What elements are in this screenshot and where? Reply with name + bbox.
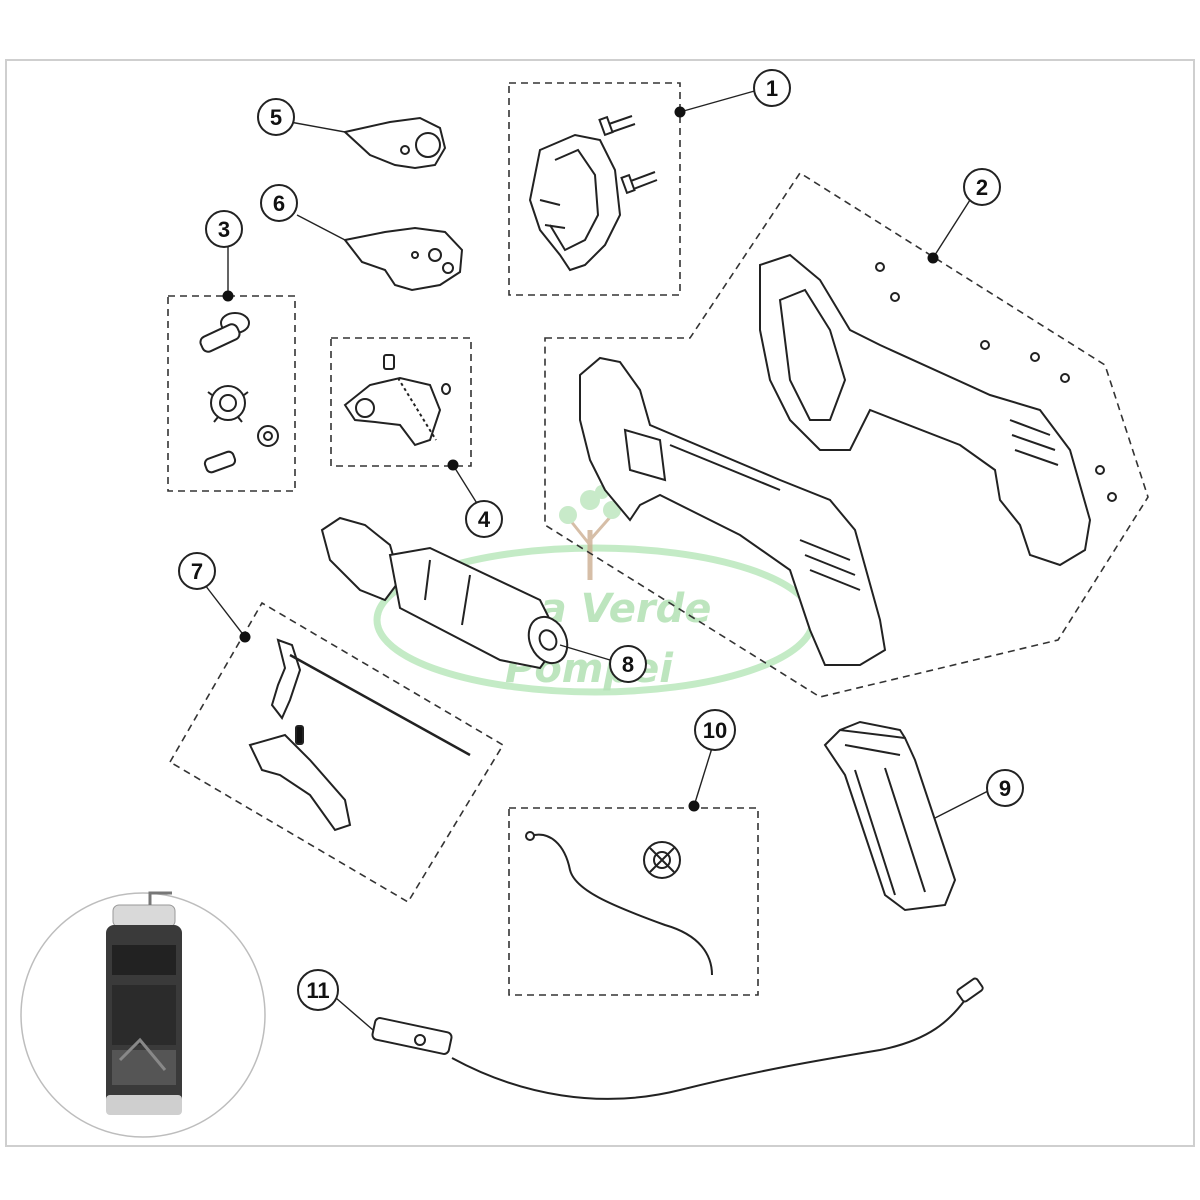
leader-4	[452, 464, 479, 506]
callout-circle-1	[753, 69, 791, 107]
leader-9	[934, 789, 991, 819]
part-4-gear-sector	[343, 354, 451, 447]
part-11-charger-cable	[371, 977, 984, 1100]
callout-label-11: 11	[306, 978, 329, 1003]
leader-10	[693, 747, 713, 807]
part-10-cable-bearing	[525, 831, 713, 976]
callout-circle-9	[986, 769, 1024, 807]
callout-label-10: 10	[703, 718, 727, 743]
part-6-lower-blade	[343, 226, 464, 292]
callout-circle-11	[297, 969, 339, 1011]
callout-circle-3	[205, 210, 243, 248]
lubricant-spray-inset	[20, 891, 266, 1138]
part-3-gear-kit	[199, 312, 279, 474]
leader-1	[679, 89, 759, 113]
part-2-housing	[579, 253, 1117, 666]
group-box-7	[168, 601, 505, 904]
callout-circle-5	[257, 98, 295, 136]
leader-11	[335, 997, 374, 1031]
group-box-10	[508, 807, 759, 996]
callout-label-5: 5	[270, 105, 282, 130]
callout-circle-10	[694, 709, 736, 751]
leader-6	[296, 214, 346, 241]
callout-label-9: 9	[999, 776, 1011, 801]
leader-7	[204, 584, 246, 638]
watermark-tree-icon	[559, 485, 621, 580]
callout-label-3: 3	[218, 217, 230, 242]
part-8-motor	[320, 516, 569, 670]
callout-label-8: 8	[622, 652, 634, 677]
callout-label-1: 1	[766, 76, 778, 101]
spray-can-icon	[106, 891, 182, 1115]
group-box-4	[330, 337, 472, 467]
callout-circle-6	[260, 184, 298, 222]
group-box-2	[544, 171, 1149, 698]
part-9-battery	[823, 720, 957, 912]
part-7-blade-assembly	[248, 638, 471, 832]
callout-label-7: 7	[191, 559, 203, 584]
part-1-blade-cover	[528, 115, 658, 272]
group-box-1	[508, 82, 681, 296]
callout-label-2: 2	[976, 175, 988, 200]
callout-circle-8	[609, 645, 647, 683]
part-5-upper-blade	[342, 116, 447, 170]
leader-5	[289, 121, 346, 133]
leader-2	[932, 199, 971, 259]
callout-circle-2	[963, 168, 1001, 206]
callout-circle-7	[178, 552, 216, 590]
callout-label-4: 4	[478, 507, 491, 532]
watermark: Linea Verde Pompei	[373, 485, 817, 696]
leader-8	[559, 644, 611, 661]
callout-label-6: 6	[273, 191, 285, 216]
callout-circle-4	[465, 500, 503, 538]
